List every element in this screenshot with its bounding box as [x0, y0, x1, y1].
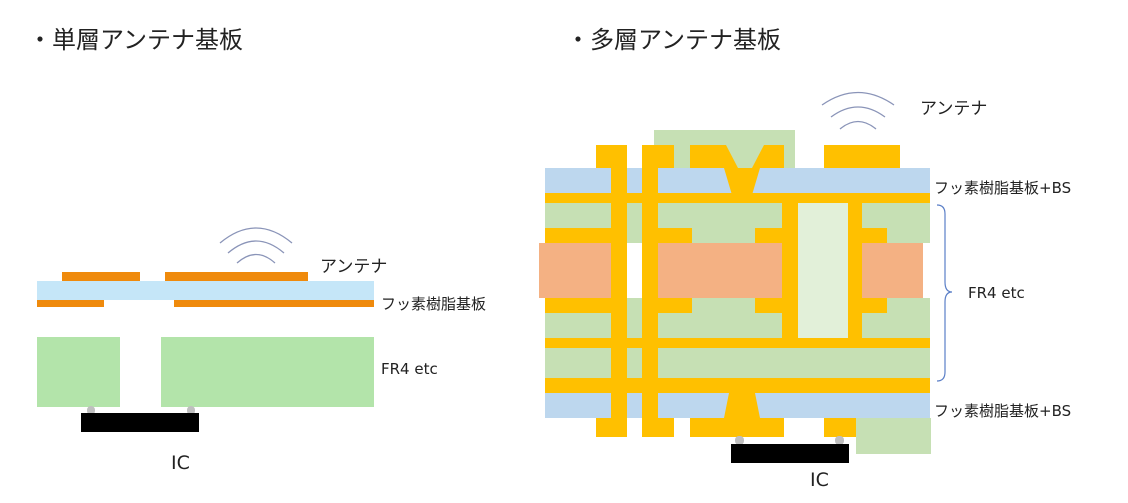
right-solder-bump: [735, 436, 744, 445]
right-fluororesin-top-label: フッ素樹脂基板+BS: [934, 179, 1072, 197]
left-antenna-label: アンテナ: [320, 257, 388, 277]
left-single-layer-board: [37, 227, 374, 432]
right-fr4-label: FR4 etc: [968, 284, 1025, 302]
right-diagram-title: ・多層アンテナ基板: [566, 26, 782, 54]
left-radio-wave-icon: [219, 227, 293, 264]
right-ic-chip: [731, 444, 849, 463]
left-bottom-copper-right: [174, 300, 374, 307]
left-solder-bump: [87, 406, 95, 415]
right-fluororesin-bottom-label: フッ素樹脂基板+BS: [934, 402, 1072, 420]
left-bottom-copper-left: [37, 300, 104, 307]
right-through-hole-fill: [798, 193, 848, 348]
right-radio-wave-icon: [821, 91, 895, 130]
left-solder-bump: [187, 406, 195, 415]
right-antenna-label: アンテナ: [920, 99, 988, 119]
left-fr4-label: FR4 etc: [381, 360, 438, 378]
right-multi-layer-board: [539, 91, 953, 463]
right-ic-label: IC: [810, 469, 829, 491]
left-ic-chip: [81, 413, 199, 432]
left-fr4-block-right: [161, 337, 374, 407]
left-fr4-block-left: [37, 337, 120, 407]
left-fluororesin-label: フッ素樹脂基板: [381, 295, 487, 313]
fr4-bracket: [936, 204, 953, 382]
right-core-block: [862, 243, 923, 298]
right-solder-bump: [835, 436, 844, 445]
right-core-block: [539, 243, 613, 298]
left-fluororesin-layer: [37, 281, 374, 300]
right-copper-wiring: [545, 145, 930, 437]
left-ic-label: IC: [171, 452, 190, 474]
left-antenna-copper: [165, 272, 308, 281]
right-bottom-prepreg: [856, 418, 931, 454]
left-top-copper-pad: [62, 272, 140, 281]
left-diagram-title: ・単層アンテナ基板: [28, 26, 244, 54]
right-core-block: [658, 243, 782, 298]
